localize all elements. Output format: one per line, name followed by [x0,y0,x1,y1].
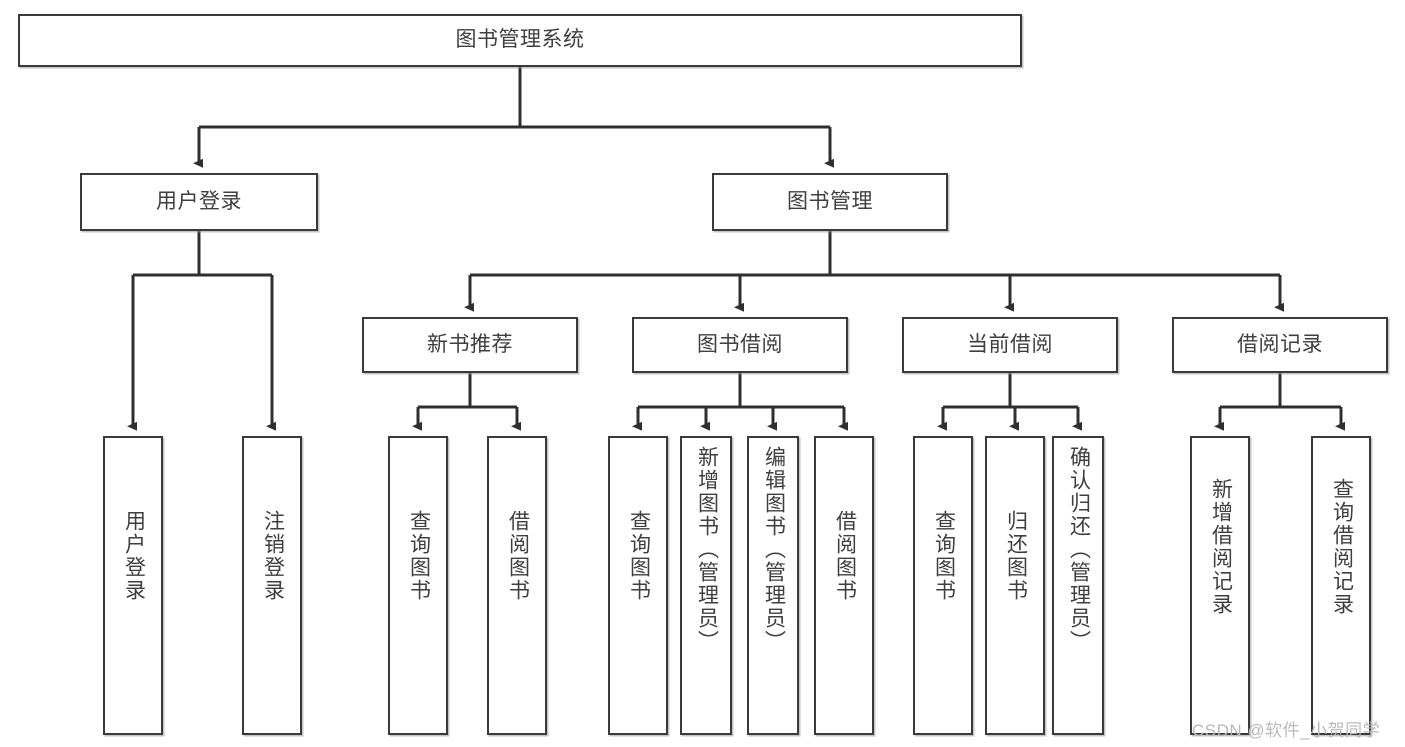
leaf-query-book-3-label: 查询图书 [932,510,956,602]
leaf-query-book-2[interactable]: 查询图书 [608,436,668,735]
leaf-add-book-label: 新增图书（管理员） [695,446,719,653]
leaf-borrow-book-2-label: 借阅图书 [833,510,857,602]
leaf-add-book[interactable]: 新增图书（管理员） [680,436,732,735]
node-borrow-record-label: 借阅记录 [1237,332,1323,356]
leaf-logout-label: 注销登录 [261,510,285,602]
leaf-logout[interactable]: 注销登录 [242,436,302,735]
leaf-query-book-3[interactable]: 查询图书 [913,436,973,735]
node-book-manage-label: 图书管理 [787,189,873,213]
leaf-query-record[interactable]: 查询借阅记录 [1311,436,1371,735]
leaf-user-login[interactable]: 用户登录 [103,436,163,735]
node-new-book-rec-label: 新书推荐 [427,332,513,356]
leaf-confirm-return-label: 确认归还（管理员） [1067,446,1091,653]
leaf-edit-book[interactable]: 编辑图书（管理员） [747,436,799,735]
leaf-confirm-return[interactable]: 确认归还（管理员） [1052,436,1104,735]
leaf-return-book[interactable]: 归还图书 [985,436,1045,735]
node-book-borrow-label: 图书借阅 [697,332,783,356]
node-current-borrow-label: 当前借阅 [967,332,1053,356]
node-user-login-label: 用户登录 [156,189,242,213]
leaf-query-book-2-label: 查询图书 [627,510,651,602]
leaf-query-book-1-label: 查询图书 [407,510,431,602]
leaf-query-book-1[interactable]: 查询图书 [388,436,448,735]
leaf-add-record-label: 新增借阅记录 [1209,478,1233,616]
leaf-query-record-label: 查询借阅记录 [1330,478,1354,616]
node-root[interactable]: 图书管理系统 [18,14,1022,67]
leaf-borrow-book-2[interactable]: 借阅图书 [814,436,874,735]
node-book-borrow[interactable]: 图书借阅 [632,317,848,373]
node-borrow-record[interactable]: 借阅记录 [1172,317,1388,373]
node-user-login[interactable]: 用户登录 [80,173,318,231]
node-current-borrow[interactable]: 当前借阅 [902,317,1118,373]
node-new-book-rec[interactable]: 新书推荐 [362,317,578,373]
leaf-borrow-book-1[interactable]: 借阅图书 [487,436,547,735]
leaf-borrow-book-1-label: 借阅图书 [506,510,530,602]
leaf-edit-book-label: 编辑图书（管理员） [762,446,786,653]
node-root-label: 图书管理系统 [455,28,585,52]
leaf-return-book-label: 归还图书 [1004,510,1028,602]
leaf-user-login-label: 用户登录 [122,510,146,602]
leaf-add-record[interactable]: 新增借阅记录 [1190,436,1250,735]
node-book-manage[interactable]: 图书管理 [712,173,948,231]
